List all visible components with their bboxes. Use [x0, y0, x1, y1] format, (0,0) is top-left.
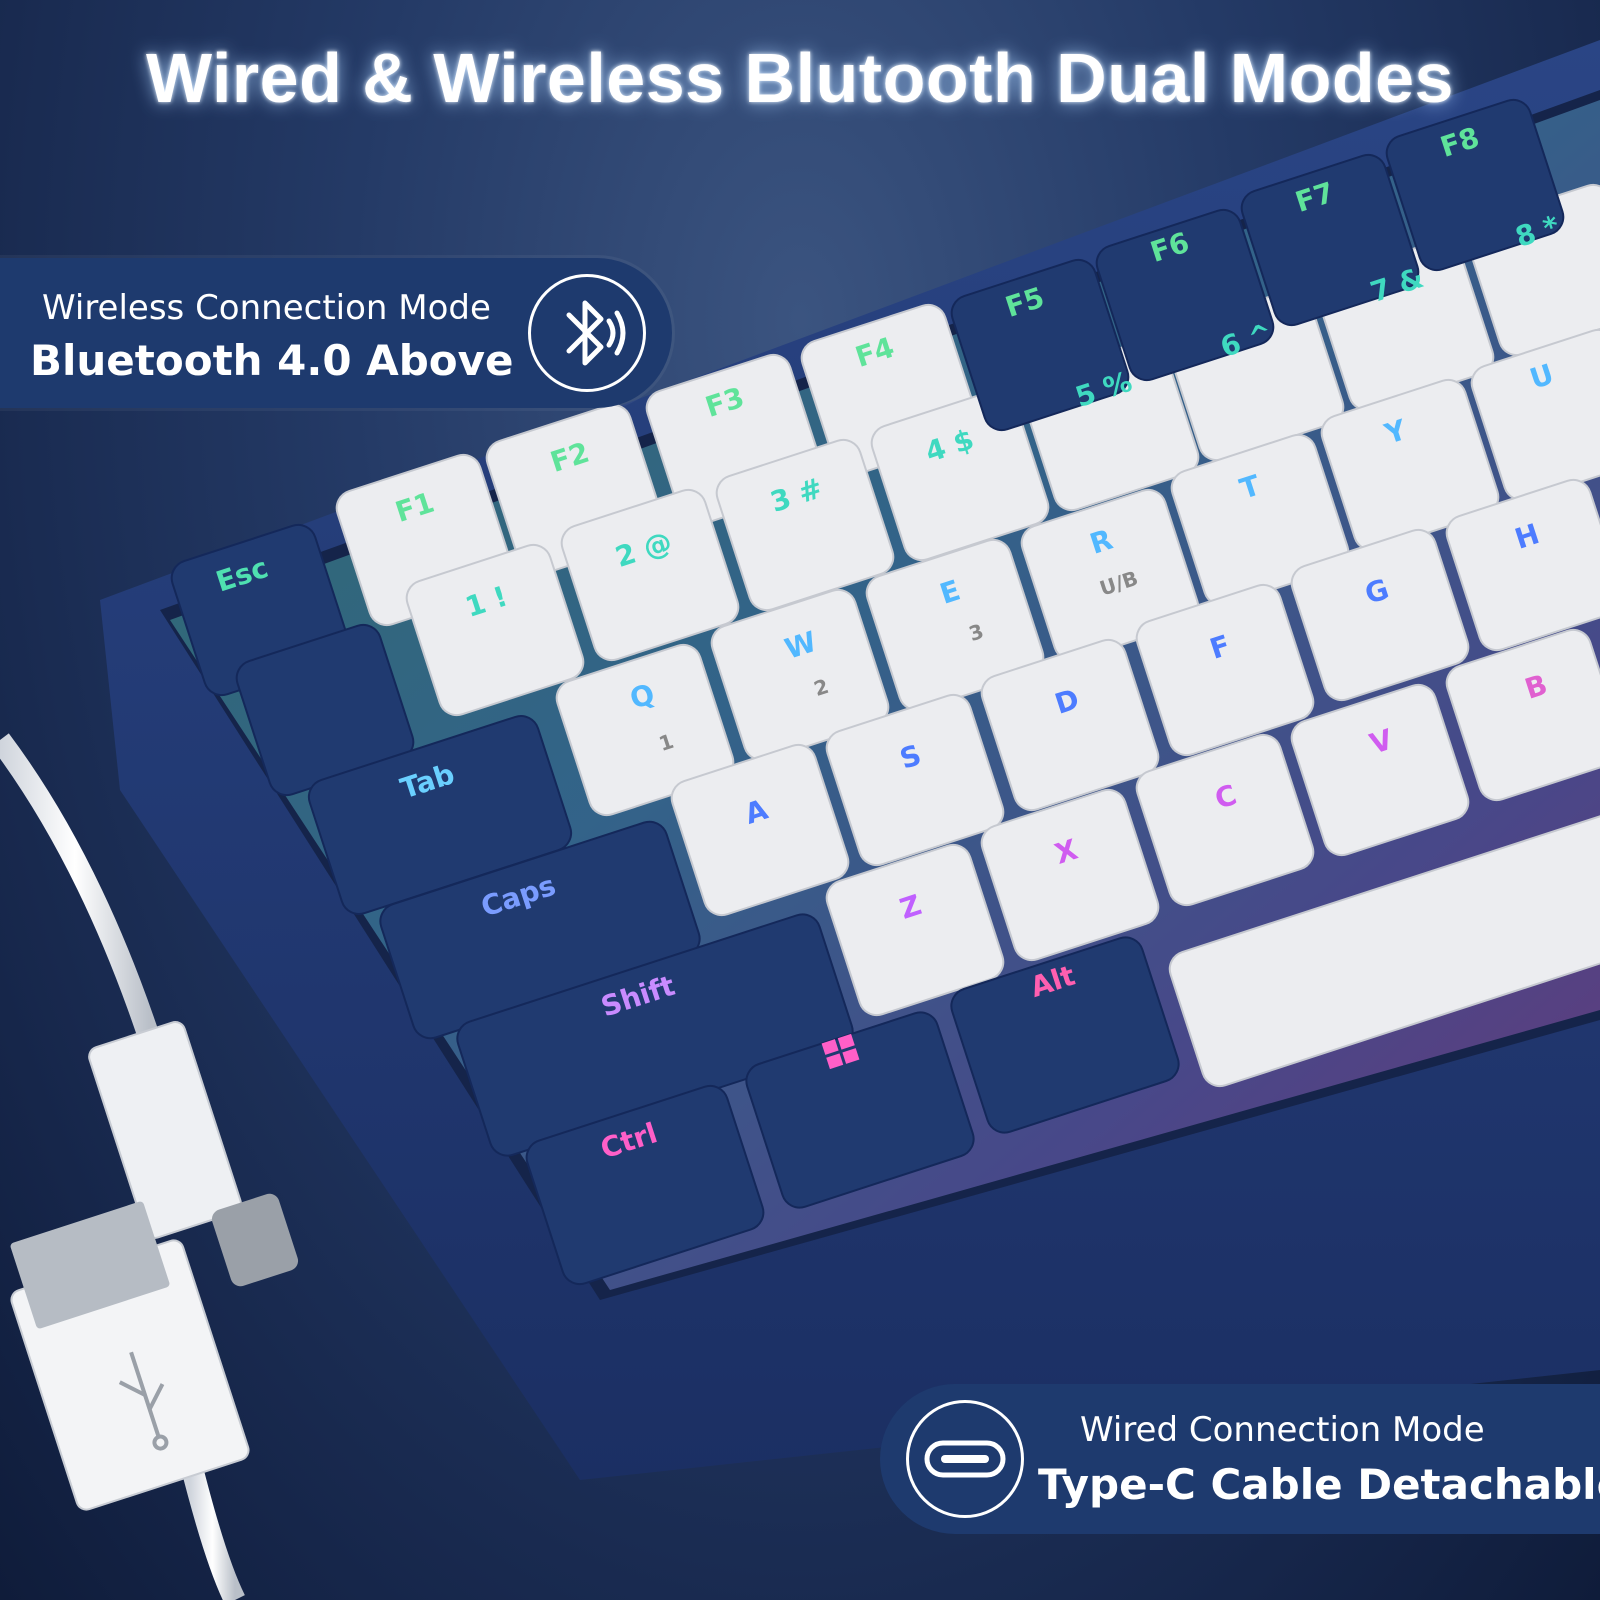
keycap-2 [560, 488, 740, 662]
headline: Wired & Wireless Blutooth Dual Modes [146, 39, 1454, 117]
keycap-ctrl [525, 1084, 765, 1286]
usb-cable [0, 733, 299, 1600]
keycap-f5 [950, 258, 1130, 432]
wireless-mode-detail: Bluetooth 4.0 Above [30, 336, 514, 385]
keycap-q [555, 643, 735, 817]
keycap-f [1135, 583, 1315, 757]
keycap-alt [950, 936, 1180, 1134]
keycap-b [1445, 628, 1600, 802]
keycap-e [865, 538, 1045, 712]
wireless-mode-banner: Wireless Connection Mode Bluetooth 4.0 A… [0, 258, 672, 408]
keycap-f7 [1240, 153, 1420, 327]
keycap-w [710, 588, 890, 762]
keycap-s [825, 693, 1005, 867]
light-keycaps [335, 183, 1600, 1088]
keycap-z [825, 843, 1005, 1017]
keycap-4 [870, 388, 1050, 562]
keycap-t [1170, 433, 1350, 607]
keycap-1 [405, 543, 585, 717]
keycap-win [745, 1011, 975, 1209]
usb-logo-icon [118, 1351, 169, 1451]
usb-c-connector [88, 1021, 242, 1239]
usb-c-plug [211, 1193, 299, 1287]
keycap-c [1135, 733, 1315, 907]
keycap-3 [715, 438, 895, 612]
wired-mode-title: Wired Connection Mode [1080, 1410, 1485, 1450]
dark-keycaps [170, 98, 1565, 1286]
keycap-d [980, 638, 1160, 812]
keycap-x [980, 788, 1160, 962]
wired-mode-detail: Type-C Cable Detachable [1038, 1460, 1600, 1509]
keycap-a [670, 743, 850, 917]
keycap-f8 [1385, 98, 1565, 272]
keycap-g [1290, 528, 1470, 702]
keycap-r [1020, 488, 1200, 662]
keycap-f6 [1095, 208, 1275, 382]
usb-c-port-icon [906, 1400, 1024, 1518]
keycap-h [1445, 478, 1600, 652]
bluetooth-icon [528, 274, 646, 392]
usb-a-plug [10, 1201, 170, 1329]
keycap-space [1168, 812, 1600, 1088]
keycap-y [1320, 378, 1500, 552]
wired-mode-banner: Wired Connection Mode Type-C Cable Detac… [880, 1384, 1600, 1534]
wireless-mode-title: Wireless Connection Mode [42, 288, 491, 328]
windows-logo-icon [821, 1033, 860, 1070]
keycap-v [1290, 683, 1470, 857]
